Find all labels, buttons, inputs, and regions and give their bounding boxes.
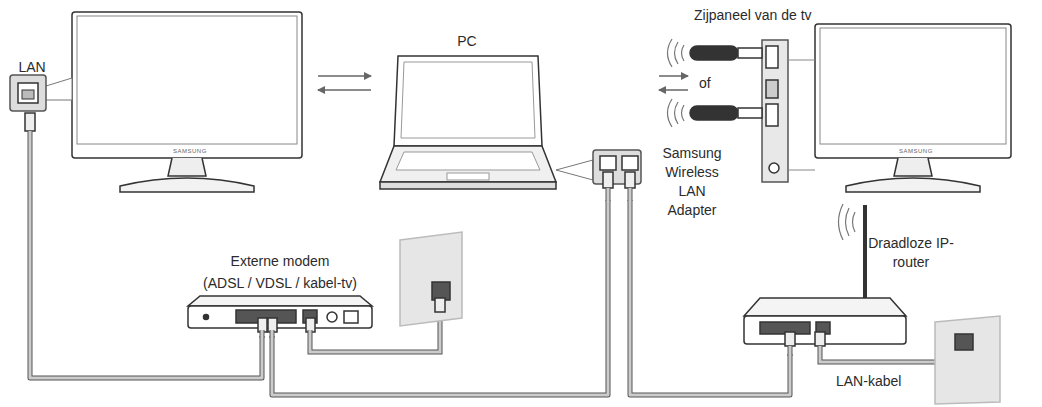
- node-label: PC: [457, 32, 476, 51]
- pc-node: PC: [375, 28, 647, 200]
- lan-cable: [630, 200, 790, 395]
- data-arrows: [318, 76, 371, 90]
- router-node: Draadloze IP-router: [740, 198, 970, 354]
- pc-port-callout: [556, 150, 641, 201]
- node-label: LAN: [18, 58, 45, 77]
- or-label: of: [699, 75, 711, 92]
- adapter-node: Samsung Wireless LAN Adapter: [646, 140, 738, 230]
- router: [744, 205, 962, 362]
- cable-label: LAN-kabel: [836, 373, 901, 390]
- node-label: (ADSL / VDSL / kabel-tv): [203, 274, 357, 293]
- wall-socket: [400, 232, 462, 326]
- tv-node: LAN: [8, 12, 306, 196]
- modem-node: Externe modem (ADSL / VDSL / kabel-tv): [185, 252, 375, 336]
- tv-node: Zijpaneel van de tv: [692, 2, 1014, 196]
- brand-logo: SAMSUNG: [899, 147, 933, 156]
- side-panel: [762, 40, 815, 182]
- node-label: Externe modem: [231, 252, 330, 271]
- node-label: Draadloze IP-router: [866, 234, 956, 272]
- lan-cable: [272, 200, 608, 395]
- node-label: Samsung Wireless LAN Adapter: [656, 144, 728, 220]
- wall-socket: [935, 316, 1000, 404]
- lan-port-callout: [10, 75, 72, 196]
- tv-right: [815, 24, 1011, 192]
- data-arrows: [659, 76, 688, 90]
- usb-dongle: [690, 46, 762, 120]
- laptop: [380, 56, 556, 189]
- tv-left: [72, 12, 302, 192]
- node-label: Zijpaneel van de tv: [694, 6, 812, 25]
- brand-logo: SAMSUNG: [173, 147, 207, 156]
